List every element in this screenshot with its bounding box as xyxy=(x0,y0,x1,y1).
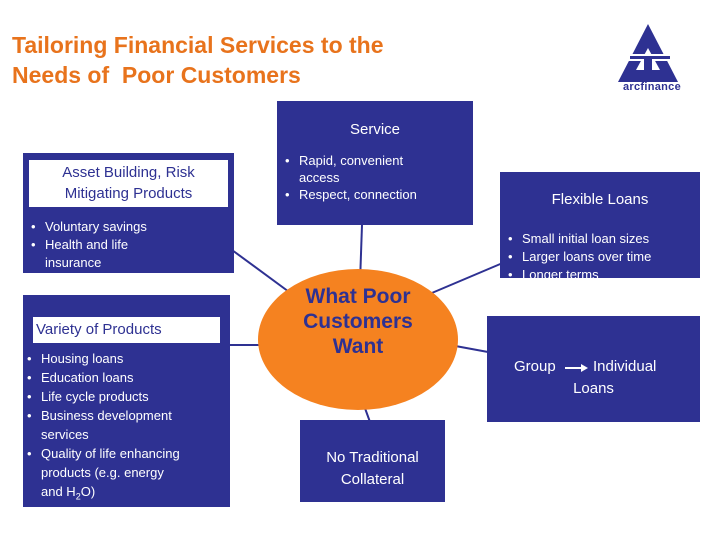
list-item: Life cycle products xyxy=(23,387,230,406)
service-heading: Service xyxy=(349,121,401,138)
list-item: Rapid, convenient access xyxy=(281,152,473,186)
service-box: Service Rapid, convenient access Respect,… xyxy=(277,101,473,225)
list-item-text: access xyxy=(299,170,340,185)
individual-label: Individual xyxy=(593,358,657,375)
asset-heading-line-1: Asset Building, Risk xyxy=(62,164,195,181)
group-to-individual-box: Group Individual Loans xyxy=(487,316,700,422)
title-line-2: Needs of Poor Customers xyxy=(12,62,301,88)
list-item: Education loans xyxy=(23,368,230,387)
list-item-text: insurance xyxy=(45,255,102,270)
list-item: Larger loans over time xyxy=(504,248,700,266)
flexible-heading: Flexible Loans xyxy=(551,191,649,208)
collateral-heading: No Traditional Collateral xyxy=(300,447,445,491)
collateral-box: No Traditional Collateral xyxy=(300,420,445,502)
list-item: Small initial loan sizes xyxy=(504,230,700,248)
page-title: Tailoring Financial Services to the Need… xyxy=(12,30,572,90)
collateral-line-1: No Traditional xyxy=(326,449,419,466)
loans-label: Loans xyxy=(573,380,614,397)
list-item: Business development services xyxy=(23,406,230,444)
variety-box: Variety of Products Housing loans Educat… xyxy=(23,295,230,507)
service-list: Rapid, convenient access Respect, connect… xyxy=(281,152,473,203)
asset-heading: Asset Building, Risk Mitigating Products xyxy=(28,159,229,208)
list-item: Housing loans xyxy=(23,349,230,368)
list-item: Longer terms xyxy=(504,266,700,284)
list-item: Health and life insurance xyxy=(27,236,234,272)
collateral-line-2: Collateral xyxy=(340,471,405,488)
asset-list: Voluntary savings Health and life insuran… xyxy=(27,218,234,272)
center-line-1: What Poor xyxy=(305,285,411,308)
group-label: Group xyxy=(514,358,556,375)
variety-list: Housing loans Education loans Life cycle… xyxy=(23,349,230,507)
list-item-text: Quality of life enhancing xyxy=(41,446,180,461)
list-item-text: and H xyxy=(41,484,76,499)
center-line-2: Customers xyxy=(303,310,413,333)
flexible-list: Small initial loan sizes Larger loans ov… xyxy=(504,230,700,284)
title-line-1: Tailoring Financial Services to the xyxy=(12,32,384,58)
arrow-right-icon xyxy=(565,364,588,372)
center-ellipse: What Poor Customers Want xyxy=(258,269,458,410)
list-item-text: Health and life xyxy=(45,237,129,252)
list-item-text: O) xyxy=(80,484,96,499)
center-line-3: Want xyxy=(332,335,384,358)
asset-building-box: Asset Building, Risk Mitigating Products… xyxy=(23,153,234,273)
list-item: Respect, connection xyxy=(281,186,473,203)
list-item: Quality of life enhancing products (e.g. … xyxy=(23,444,230,507)
list-item-text: Business development xyxy=(41,408,172,423)
list-item-text: products (e.g. energy xyxy=(41,465,164,480)
arc-logo-icon xyxy=(618,24,678,82)
logo-text: arcfinance xyxy=(622,81,682,93)
variety-heading: Variety of Products xyxy=(33,317,220,343)
list-item-text: Rapid, convenient xyxy=(299,153,404,168)
subscript-text: 2 xyxy=(75,491,81,502)
flexible-loans-box: Flexible Loans Small initial loan sizes … xyxy=(500,172,700,284)
list-item: Voluntary savings xyxy=(27,218,234,236)
asset-heading-line-2: Mitigating Products xyxy=(64,185,193,202)
list-item-text: services xyxy=(41,427,89,442)
